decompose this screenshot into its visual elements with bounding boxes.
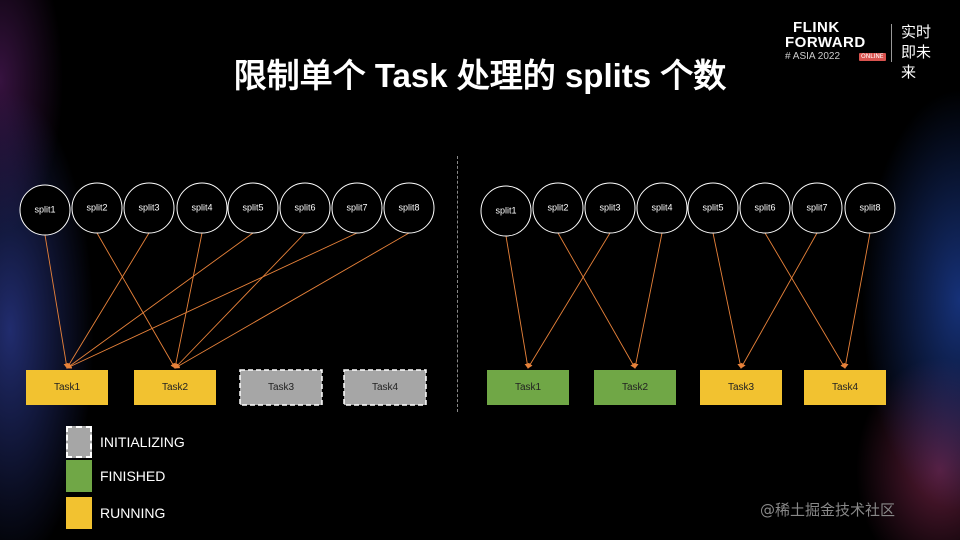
assignment-arrow-d2-4	[633, 232, 663, 369]
task-box-d2-2	[594, 370, 676, 405]
split-label-d1-7: split7	[346, 202, 367, 212]
legend-swatch-initializing	[66, 426, 92, 458]
watermark: @稀土掘金技术社区	[760, 501, 896, 519]
task-box-d2-3	[700, 370, 782, 405]
split-label-d2-5: split5	[702, 202, 723, 212]
task-label-d1-2: Task2	[162, 382, 189, 393]
assignment-arrow-d1-5	[66, 232, 254, 369]
split-label-d1-6: split6	[294, 202, 315, 212]
legend-item-running: RUNNING	[66, 497, 266, 529]
task-box-d1-2	[134, 370, 216, 405]
split-label-d1-5: split5	[242, 202, 263, 212]
task-label-d1-3: Task3	[268, 382, 295, 393]
legend-item-finished: FINISHED	[66, 460, 266, 492]
split-label-d2-2: split2	[547, 202, 568, 212]
split-node-d1-5	[227, 182, 279, 234]
legend-label-initializing: INITIALIZING	[100, 434, 185, 450]
split-node-d1-7	[331, 182, 383, 234]
logo-separator	[891, 24, 892, 62]
legend-swatch-finished	[66, 460, 92, 492]
split-node-d2-5	[687, 182, 739, 234]
assignment-arrow-d2-5	[712, 232, 743, 369]
assignment-arrow-d1-2	[96, 232, 176, 369]
task-label-d1-4: Task4	[372, 382, 399, 393]
assignment-arrow-d1-3	[66, 232, 150, 369]
assignment-arrow-d2-7	[740, 232, 818, 369]
split-label-d2-6: split6	[754, 202, 775, 212]
legend-swatch-running	[66, 497, 92, 529]
legend-item-initializing: INITIALIZING	[66, 426, 266, 458]
split-label-d2-1: split1	[495, 205, 516, 215]
split-label-d2-8: split8	[859, 202, 880, 212]
assignment-arrow-d2-6	[764, 232, 846, 369]
split-node-d2-3	[584, 182, 636, 234]
split-node-d1-1	[19, 184, 71, 236]
assignment-arrow-d1-1	[44, 234, 69, 369]
split-node-d2-7	[791, 182, 843, 234]
flink-forward-logo: FLINK FORWARD # ASIA 2022 ONLINE 实时即未来	[785, 18, 943, 81]
assignment-arrow-d2-1	[505, 235, 530, 369]
task-label-d2-1: Task1	[515, 382, 542, 393]
split-label-d1-3: split3	[138, 202, 159, 212]
assignment-arrow-d2-3	[527, 232, 611, 369]
split-node-d1-2	[71, 182, 123, 234]
split-node-d2-1	[480, 185, 532, 237]
legend-label-running: RUNNING	[100, 505, 166, 521]
split-label-d1-1: split1	[34, 204, 55, 214]
logo-cn-text: 实时即未来	[901, 23, 932, 81]
legend-label-finished: FINISHED	[100, 468, 166, 484]
task-box-d1-3	[239, 369, 323, 406]
assignment-arrow-d1-7	[66, 232, 358, 369]
diagram-divider	[457, 156, 458, 412]
split-node-d2-6	[739, 182, 791, 234]
split-label-d1-8: split8	[398, 202, 419, 212]
split-label-d1-4: split4	[191, 202, 212, 212]
split-label-d2-3: split3	[599, 202, 620, 212]
assignment-arrow-d2-2	[557, 232, 636, 369]
split-node-d1-6	[279, 182, 331, 234]
logo-line-flink: FLINK	[793, 19, 840, 36]
split-node-d2-8	[844, 182, 896, 234]
split-label-d1-2: split2	[86, 202, 107, 212]
task-box-d1-1	[26, 370, 108, 405]
task-box-d2-1	[487, 370, 569, 405]
task-label-d2-3: Task3	[728, 382, 755, 393]
logo-line-forward: FORWARD	[785, 34, 866, 51]
split-label-d2-4: split4	[651, 202, 672, 212]
split-node-d1-4	[176, 182, 228, 234]
split-label-d2-7: split7	[806, 202, 827, 212]
split-node-d2-2	[532, 182, 584, 234]
assignment-arrow-d2-8	[843, 232, 871, 369]
task-box-d1-4	[343, 369, 427, 406]
logo-online-badge: ONLINE	[859, 53, 886, 61]
task-label-d2-4: Task4	[832, 382, 859, 393]
split-node-d1-8	[383, 182, 435, 234]
assignment-arrow-d1-6	[174, 232, 306, 369]
assignment-arrow-d1-8	[174, 232, 410, 369]
split-node-d1-3	[123, 182, 175, 234]
task-label-d1-1: Task1	[54, 382, 81, 393]
assignment-arrow-d1-4	[173, 232, 203, 369]
logo-line-asia: # ASIA 2022	[785, 51, 841, 62]
page-title: 限制单个 Task 处理的 splits 个数	[233, 57, 727, 94]
task-label-d2-2: Task2	[622, 382, 649, 393]
split-node-d2-4	[636, 182, 688, 234]
task-box-d2-4	[804, 370, 886, 405]
